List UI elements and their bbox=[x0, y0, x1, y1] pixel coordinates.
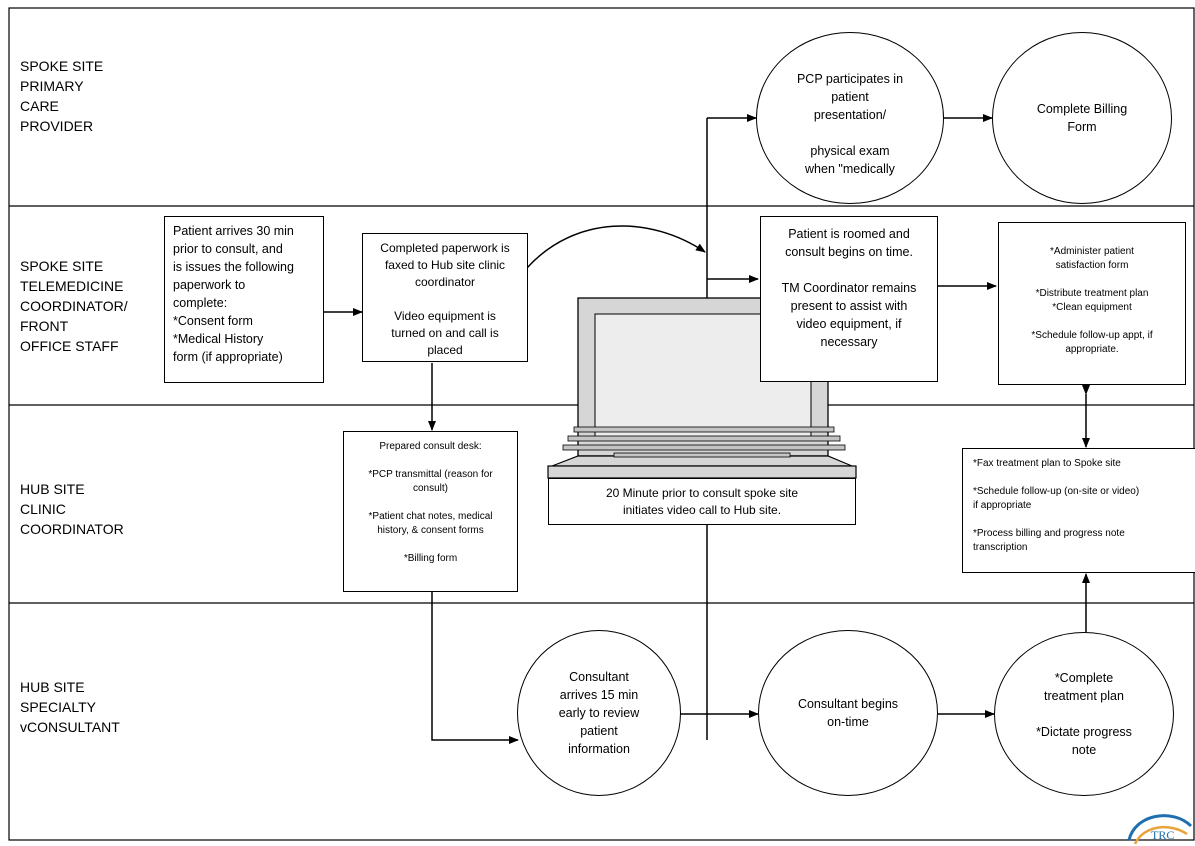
fax-plan-node: *Fax treatment plan to Spoke site *Sched… bbox=[962, 448, 1195, 573]
lane-label-hub-clinic: HUB SITE CLINIC COORDINATOR bbox=[20, 481, 124, 537]
logo-text: TRC bbox=[1151, 828, 1174, 842]
fax-plan-text: *Fax treatment plan to Spoke site *Sched… bbox=[973, 458, 1140, 553]
trc-logo-icon: TRC bbox=[1127, 814, 1193, 845]
complete-plan-node: *Complete treatment plan *Dictate progre… bbox=[994, 632, 1174, 796]
arrow-desk-to-consultant bbox=[431, 592, 519, 744]
paperwork-faxed-node: Completed paperwork is faxed to Hub site… bbox=[362, 233, 528, 362]
consultant-arrives-node: Consultant arrives 15 min early to revie… bbox=[517, 630, 681, 796]
pcp-participates-node: PCP participates in patient presentation… bbox=[756, 32, 944, 204]
pcp-participates-text: PCP participates in patient presentation… bbox=[796, 72, 904, 176]
complete-plan-text: *Complete treatment plan *Dictate progre… bbox=[1036, 671, 1132, 757]
lane-label-spoke-pcp: SPOKE SITE PRIMARY CARE PROVIDER bbox=[20, 58, 104, 134]
patient-arrives-node: Patient arrives 30 min prior to consult,… bbox=[164, 216, 324, 383]
video-call-node: 20 Minute prior to consult spoke site in… bbox=[548, 478, 856, 525]
arrow-paperwork-curve bbox=[526, 225, 706, 269]
patient-arrives-text: Patient arrives 30 min prior to consult,… bbox=[173, 224, 294, 364]
consultant-begins-node: Consultant begins on-time bbox=[758, 630, 938, 796]
patient-roomed-node: Patient is roomed and consult begins on … bbox=[760, 216, 938, 382]
consultant-arrives-text: Consultant arrives 15 min early to revie… bbox=[558, 670, 640, 756]
consult-desk-text: Prepared consult desk: *PCP transmittal … bbox=[368, 441, 493, 564]
consult-desk-node: Prepared consult desk: *PCP transmittal … bbox=[343, 431, 518, 592]
patient-roomed-text: Patient is roomed and consult begins on … bbox=[781, 227, 917, 349]
diagram-frame bbox=[8, 7, 1195, 841]
billing-form-node: Complete Billing Form bbox=[992, 32, 1172, 204]
consultant-begins-text: Consultant begins on-time bbox=[797, 697, 899, 729]
lane-label-hub-specialty: HUB SITE SPECIALTY vCONSULTANT bbox=[20, 679, 120, 735]
billing-form-text: Complete Billing Form bbox=[1036, 102, 1128, 134]
paperwork-faxed-text: Completed paperwork is faxed to Hub site… bbox=[380, 241, 510, 357]
lane-label-spoke-telemedicine: SPOKE SITE TELEMEDICINE COORDINATOR/ FRO… bbox=[20, 258, 128, 354]
administer-node: *Administer patient satisfaction form *D… bbox=[998, 222, 1186, 385]
video-call-text: 20 Minute prior to consult spoke site in… bbox=[605, 486, 799, 517]
administer-text: *Administer patient satisfaction form *D… bbox=[1031, 246, 1153, 355]
